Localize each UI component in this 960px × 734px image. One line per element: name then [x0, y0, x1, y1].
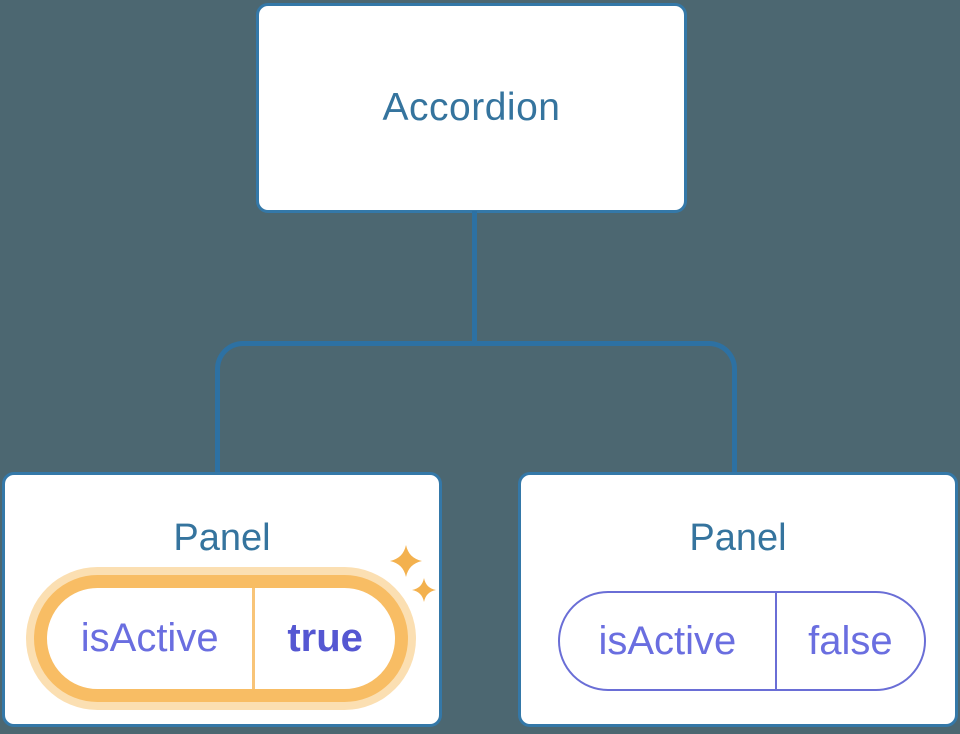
sparkle-icon	[390, 545, 436, 602]
panel-title: Panel	[173, 517, 271, 559]
state-value: true	[287, 616, 363, 660]
panel-title: Panel	[689, 517, 787, 559]
pill-divider	[774, 593, 777, 689]
panel-node-active: Panel isActive true	[2, 472, 442, 727]
state-value: false	[808, 618, 893, 663]
accordion-node: Accordion	[256, 3, 687, 213]
pill-divider	[252, 588, 256, 689]
state-key: isActive	[80, 616, 219, 660]
state-pill-inactive: isActive false	[558, 591, 926, 691]
connector-branch	[215, 341, 737, 472]
state-key: isActive	[598, 618, 737, 663]
connector-stem	[472, 211, 477, 343]
panel-node-inactive: Panel isActive false	[518, 472, 958, 727]
state-pill-active: isActive true	[34, 575, 408, 702]
accordion-node-label: Accordion	[382, 86, 561, 129]
